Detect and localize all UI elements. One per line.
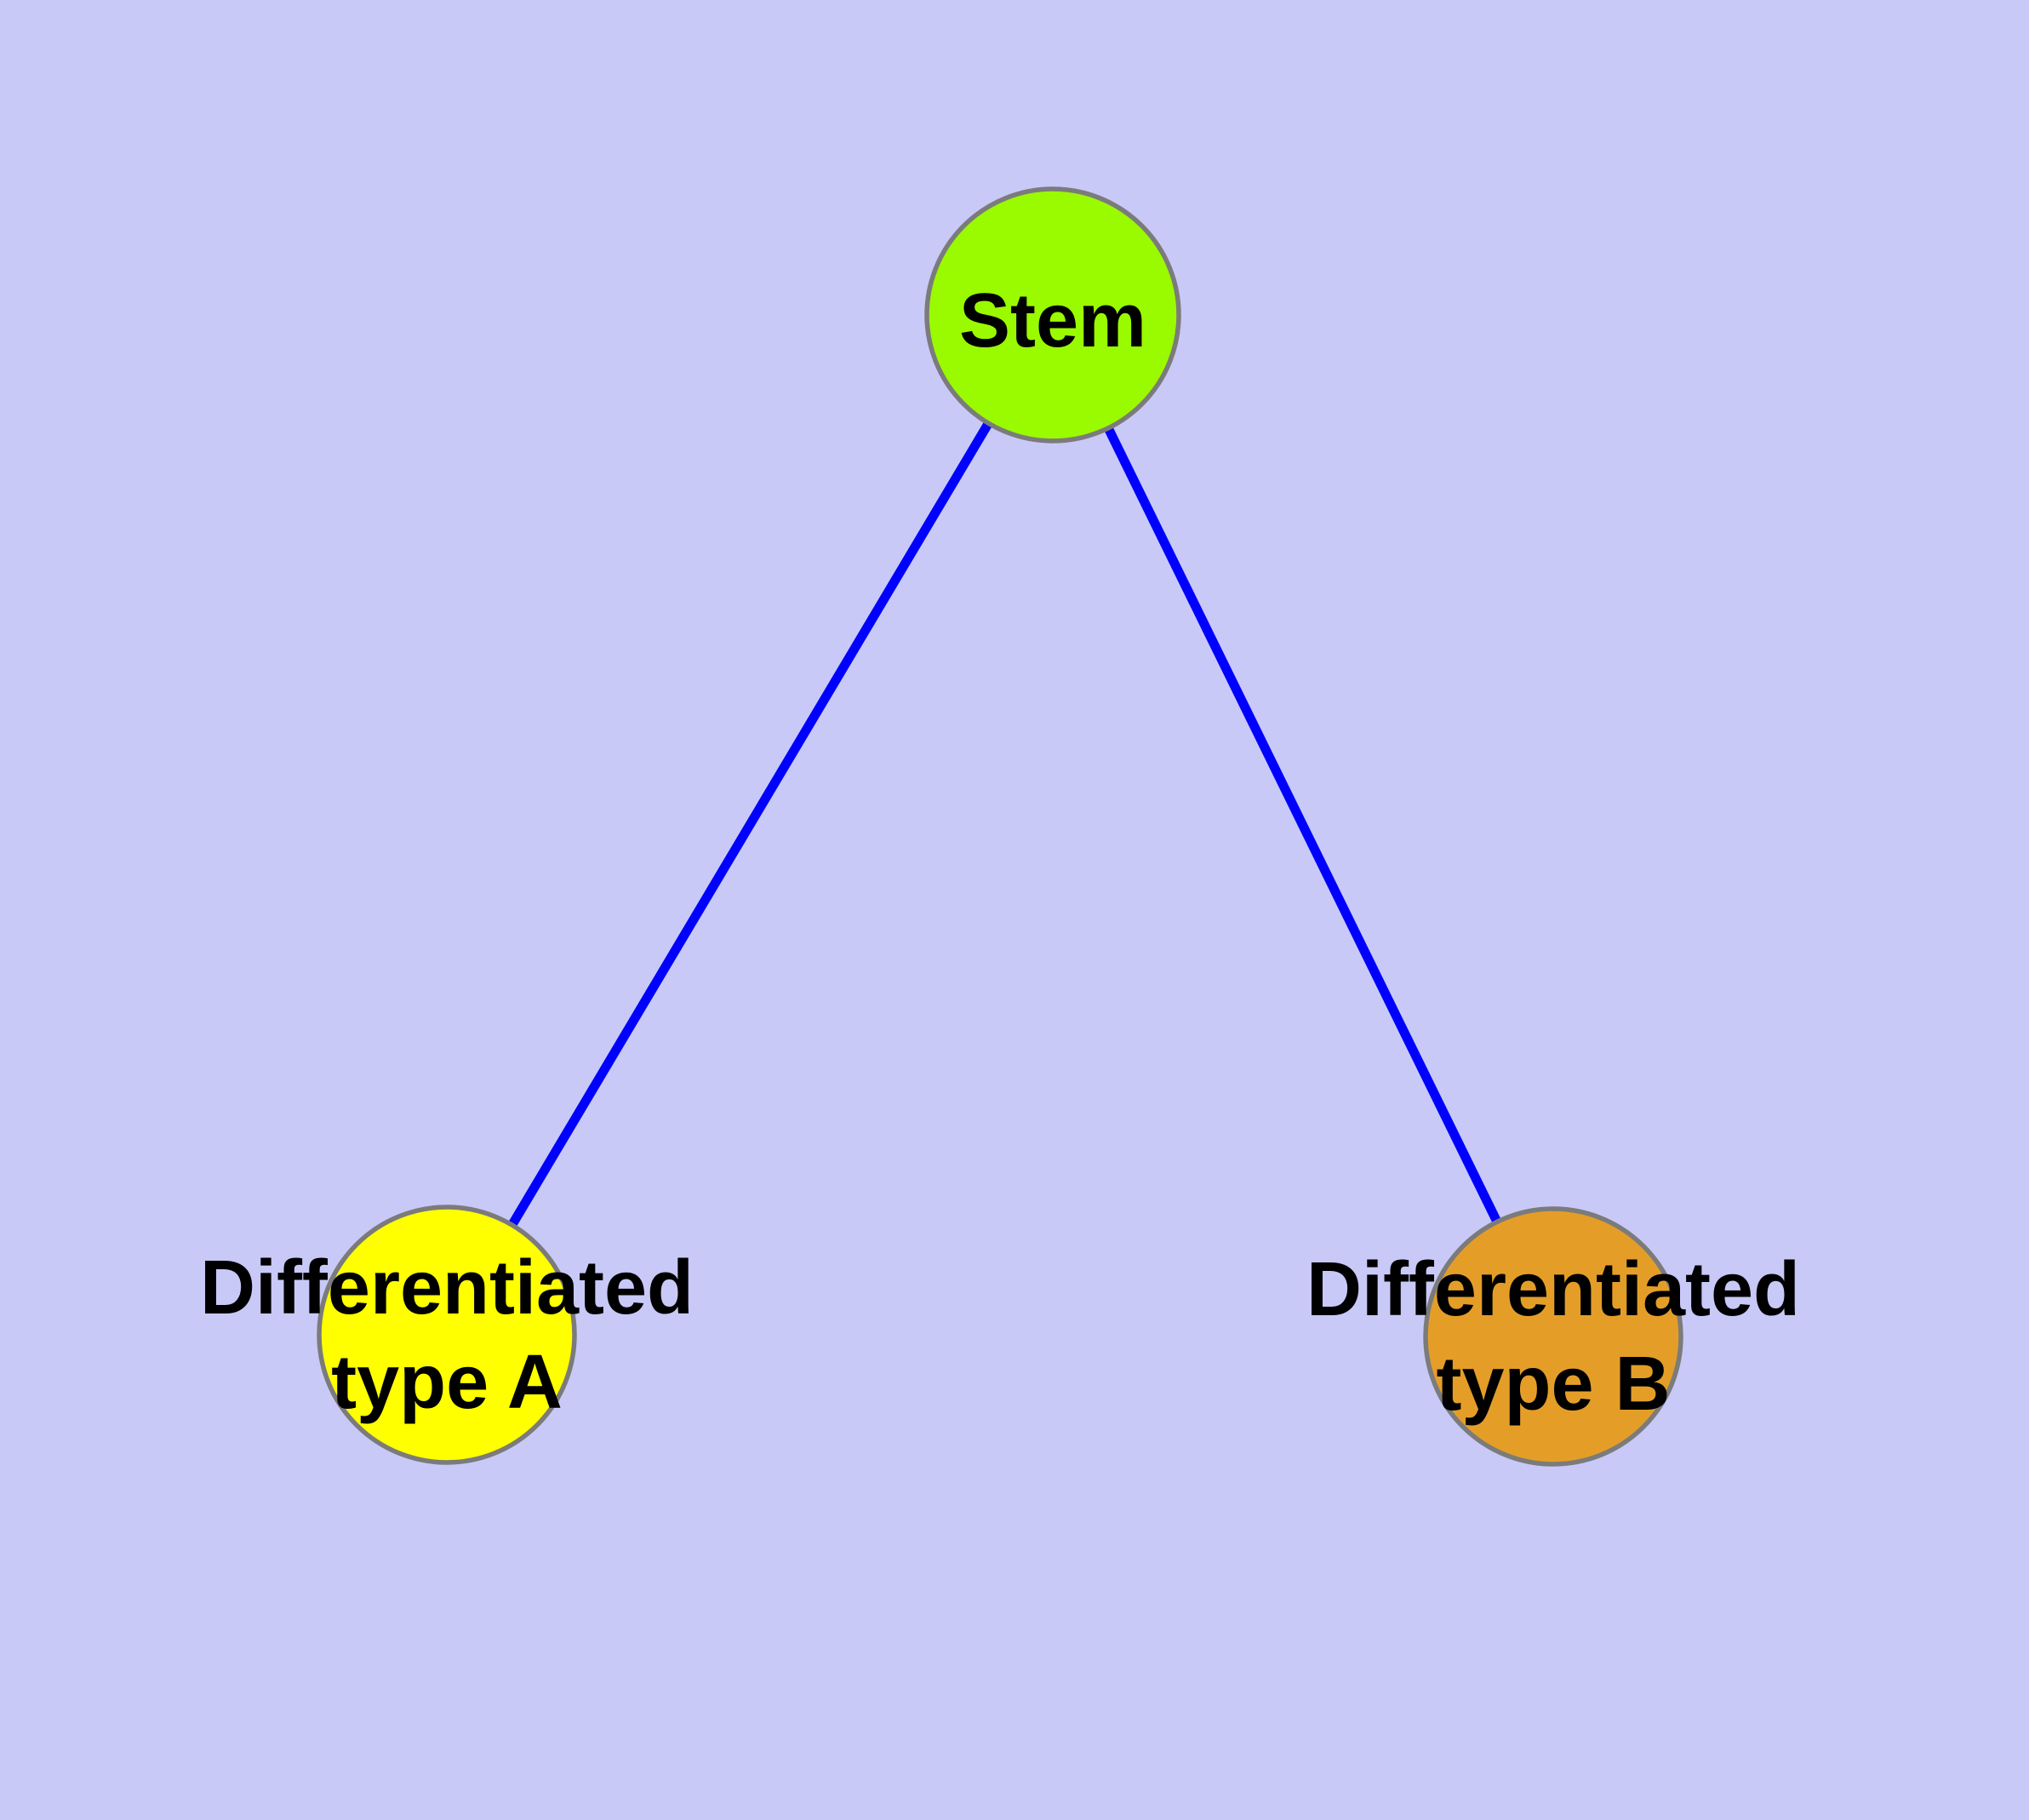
- node-type-a-label-line2: type A: [331, 1340, 563, 1425]
- node-type-b-label-line1: Differentiated: [1306, 1247, 1800, 1332]
- node-differentiated-type-a: [317, 1205, 577, 1465]
- node-stem: [924, 186, 1181, 444]
- node-stem-label: Stem: [959, 278, 1146, 363]
- edge-stem-to-type-b: [1049, 312, 1557, 1339]
- edge-stem-to-type-a: [443, 312, 1057, 1337]
- node-differentiated-type-b: [1423, 1206, 1683, 1467]
- node-type-a-label-line1: Differentiated: [200, 1245, 694, 1331]
- node-type-b-label-line2: type B: [1436, 1342, 1670, 1427]
